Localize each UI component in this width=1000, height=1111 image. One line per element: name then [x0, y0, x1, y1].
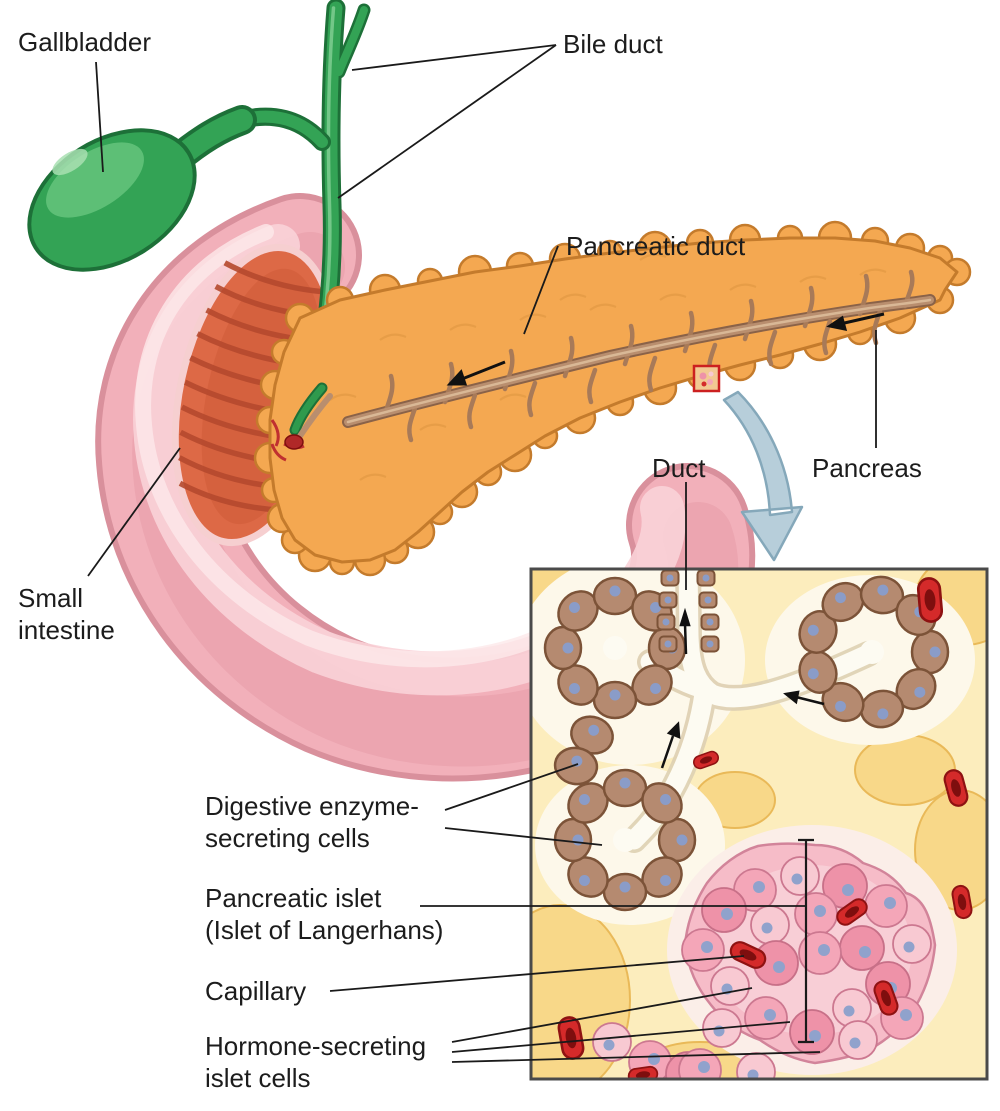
- bile-duct-leader-line-upper: [351, 44, 557, 71]
- small-intestine-leader-line: [87, 447, 181, 577]
- label-capillary: Capillary: [205, 976, 307, 1006]
- pancreatic-duct-structure: [342, 269, 936, 443]
- hormone-cells-leader-line-3: [451, 1051, 821, 1063]
- label-pancreas: Pancreas: [812, 453, 922, 483]
- pancreas-organ: [253, 220, 972, 577]
- capillary-leader-line: [329, 955, 745, 992]
- pancreas-lobule-texture: [329, 253, 887, 481]
- label-duct: Duct: [652, 453, 706, 483]
- label-digestive-cells: Digestive enzyme- secreting cells: [205, 791, 419, 854]
- label-bile-duct: Bile duct: [563, 29, 663, 59]
- label-small-intestine: Small intestine: [18, 583, 115, 646]
- magnify-arrow: [722, 390, 804, 562]
- islet-extent-bracket: [798, 838, 814, 1044]
- label-gallbladder: Gallbladder: [18, 27, 151, 57]
- hormone-cells-leader-line-2: [451, 1021, 791, 1053]
- digestive-cells-leader-line-upper: [444, 763, 579, 811]
- label-pancreatic-duct: Pancreatic duct: [566, 231, 746, 261]
- pancreatic-islet-cluster: [681, 842, 937, 1065]
- magnified-region-box: [692, 364, 721, 393]
- gallbladder-leader-line: [95, 61, 104, 173]
- gallbladder-organ: [27, 105, 331, 272]
- label-hormone-cells: Hormone-secreting islet cells: [205, 1031, 427, 1094]
- pancreatic-duct-leader-line: [523, 245, 559, 335]
- hormone-cells-leader-line-1: [451, 987, 753, 1043]
- inset-panel: [529, 567, 989, 1081]
- inset-flow-arrow: [660, 607, 825, 769]
- bile-duct-leader-line-lower: [337, 44, 557, 199]
- duodenal-papilla: [270, 382, 333, 462]
- inset-illustration: [531, 569, 987, 1079]
- label-pancreatic-islet: Pancreatic islet (Islet of Langerhans): [205, 883, 444, 946]
- digestive-cells-leader-line-lower: [444, 827, 603, 846]
- duct-flow-arrow: [446, 312, 885, 386]
